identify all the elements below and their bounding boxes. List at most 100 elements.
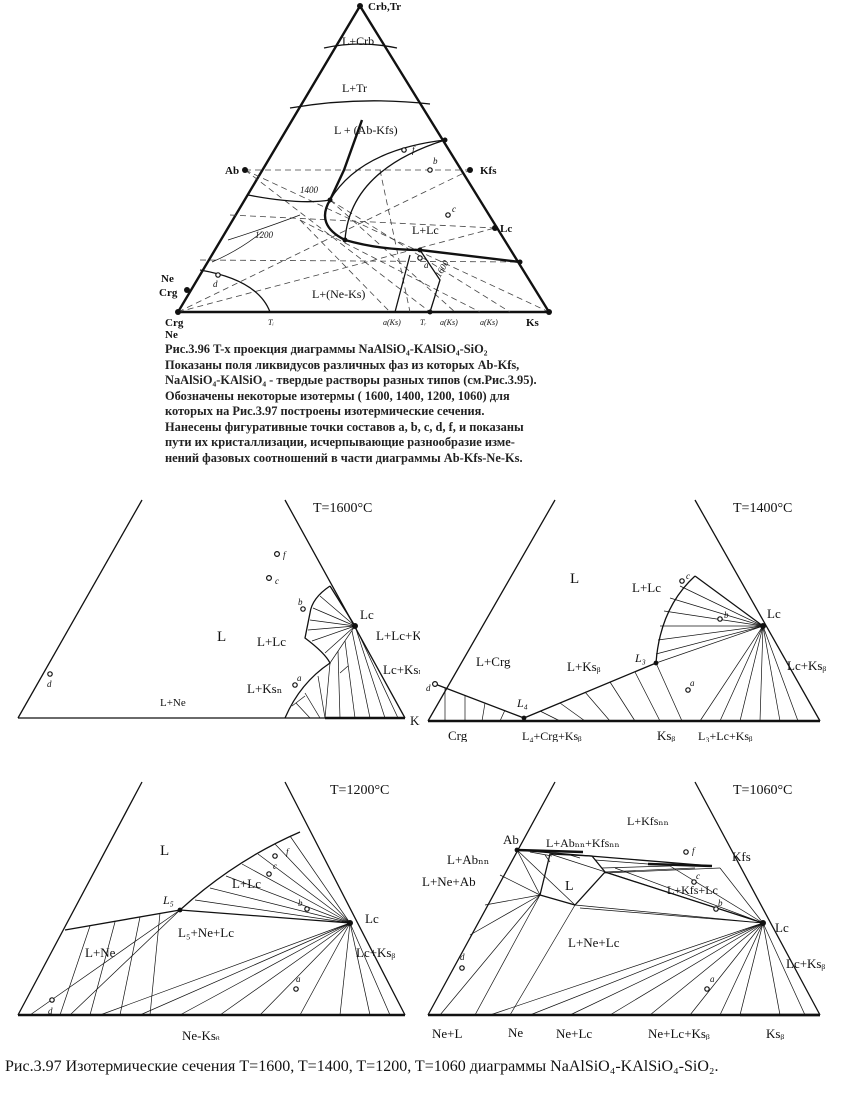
caption-fig-3-97: Рис.3.97 Изотермические сечения T=1600, … — [5, 1058, 719, 1075]
svg-text:Crg: Crg — [159, 287, 178, 299]
svg-text:L + (Ab-Kfs): L + (Ab-Kfs) — [334, 123, 398, 137]
svg-text:L: L — [160, 843, 169, 859]
svg-text:Ne: Ne — [165, 329, 178, 340]
svg-text:1200: 1200 — [255, 230, 274, 240]
svg-text:L+Ne+Lc: L+Ne+Lc — [568, 935, 620, 950]
svg-text:L+Kfsₙₙ: L+Kfsₙₙ — [627, 814, 669, 828]
svg-text:Kfs: Kfs — [480, 165, 497, 177]
svg-text:L+Ne: L+Ne — [160, 697, 186, 709]
svg-text:L+Tr: L+Tr — [342, 81, 367, 95]
svg-text:L₃+Lc+Ksᵦ: L₃+Lc+Ksᵦ — [698, 729, 753, 742]
svg-text:1400: 1400 — [300, 185, 319, 195]
svg-text:Lc: Lc — [775, 920, 789, 935]
svg-text:L+Crg: L+Crg — [476, 654, 511, 669]
svg-text:L: L — [570, 571, 579, 587]
svg-text:Lc+Ksᵦ: Lc+Ksᵦ — [786, 956, 825, 971]
svg-text:Crg: Crg — [448, 728, 468, 742]
svg-text:L+Lc: L+Lc — [412, 223, 439, 237]
svg-text:c: c — [696, 871, 700, 881]
svg-text:L+Lc: L+Lc — [632, 580, 661, 595]
svg-text:a(Ks): a(Ks) — [440, 318, 458, 327]
section-1600: T=1600°C L L+Lc L+Lc+Ksₙ Lc+Ksₙ L+Ksₙ L+… — [17, 499, 420, 728]
svg-text:c: c — [273, 861, 277, 871]
svg-text:Ksᵦ: Ksᵦ — [657, 728, 675, 742]
svg-text:f: f — [692, 846, 696, 856]
svg-text:Ne: Ne — [161, 273, 174, 285]
svg-text:a: a — [424, 260, 429, 270]
svg-text:L: L — [565, 879, 574, 894]
svg-text:b: b — [298, 597, 303, 607]
svg-text:L+(Ne-Ks): L+(Ne-Ks) — [312, 287, 365, 301]
svg-text:d: d — [48, 1006, 53, 1016]
tie-lines-1600 — [295, 595, 399, 719]
svg-text:Ks: Ks — [526, 317, 540, 329]
svg-text:Ne+Lc: Ne+Lc — [556, 1026, 592, 1040]
svg-text:a: a — [297, 673, 302, 683]
svg-text:d: d — [460, 952, 465, 962]
svg-text:Crg: Crg — [165, 317, 184, 329]
label-apex: Crb,Tr — [368, 1, 401, 13]
svg-text:Kfs: Kfs — [732, 849, 751, 864]
svg-text:d: d — [47, 679, 52, 689]
liquidus-boundaries — [199, 43, 521, 313]
svg-text:L: L — [217, 629, 226, 645]
svg-text:Tᵢ: Tᵢ — [268, 318, 274, 327]
svg-text:Ab: Ab — [503, 832, 519, 847]
svg-text:b: b — [433, 156, 438, 166]
svg-text:a: a — [296, 974, 301, 984]
svg-text:b: b — [724, 610, 729, 620]
svg-text:f: f — [412, 145, 416, 155]
svg-text:Ne+Lc+Ksᵦ: Ne+Lc+Ksᵦ — [648, 1026, 710, 1040]
svg-text:L+Ksᵦ: L+Ksᵦ — [567, 659, 601, 674]
svg-text:L+Lc: L+Lc — [232, 876, 261, 891]
svg-text:L+Crb: L+Crb — [342, 34, 374, 48]
svg-text:L₄+Crg+Ksᵦ: L₄+Crg+Ksᵦ — [522, 729, 582, 742]
main-triangle — [175, 3, 552, 314]
svg-text:T=1400°C: T=1400°C — [733, 501, 792, 516]
svg-text:Ne+L: Ne+L — [432, 1026, 462, 1040]
section-1200: T=1200°C L L+Lc L₅ L₅+Ne+Lc L+Ne Lc Lc+K… — [17, 781, 406, 1040]
svg-text:a: a — [690, 678, 695, 688]
svg-text:f: f — [283, 550, 287, 560]
svg-text:L₅: L₅ — [162, 893, 174, 907]
svg-text:b: b — [718, 898, 723, 908]
section-1400: T=1400°C L L+Lc Lc Lc+Ksᵦ L+Crg L+Ksᵦ L₃… — [426, 499, 826, 742]
svg-text:a(Ks): a(Ks) — [480, 318, 498, 327]
section-1060: T=1060°C Ab L+Abₙₙ+Kfsₙₙ L+Kfsₙₙ Kfs L+A… — [422, 781, 825, 1040]
svg-text:Ksᵦ: Ksᵦ — [766, 1026, 784, 1040]
bottom-ticks: Tᵢ a(Ks) Tᵣ a(Ks) a(Ks) — [268, 318, 498, 327]
svg-text:L+Abₙₙ: L+Abₙₙ — [447, 852, 489, 867]
svg-text:T=1060°C: T=1060°C — [733, 783, 792, 798]
svg-text:Ne: Ne — [508, 1025, 523, 1040]
svg-text:L+Lc: L+Lc — [257, 634, 286, 649]
svg-text:Lc: Lc — [767, 606, 781, 621]
svg-text:L₃: L₃ — [634, 651, 646, 665]
svg-text:Lc: Lc — [365, 911, 379, 926]
svg-text:L+Kfs+Lc: L+Kfs+Lc — [667, 883, 718, 897]
svg-text:c: c — [452, 204, 456, 214]
svg-text:T=1600°C: T=1600°C — [313, 501, 372, 516]
svg-text:c: c — [275, 576, 279, 586]
svg-text:Lc+Ksᵦ: Lc+Ksᵦ — [787, 658, 826, 673]
svg-text:L₅+Ne+Lc: L₅+Ne+Lc — [178, 925, 234, 940]
svg-text:a(Ks): a(Ks) — [383, 318, 401, 327]
figurative-points: f c a d b — [213, 145, 456, 289]
svg-text:c: c — [686, 571, 690, 581]
svg-text:Ab: Ab — [225, 165, 239, 177]
svg-text:Tᵣ: Tᵣ — [420, 318, 426, 327]
svg-text:L+Lc+Ksₙ: L+Lc+Ksₙ — [376, 628, 420, 643]
tie-lines-1200 — [29, 835, 391, 1016]
svg-text:Lc+Ksᵦ: Lc+Ksᵦ — [356, 945, 395, 960]
vertex-labels: Ab Kfs Lc Ne Crg Crg Ne Ks — [159, 165, 540, 340]
svg-text:Lc+Ksₙ: Lc+Ksₙ — [383, 662, 420, 677]
svg-text:Ne-Ksᵦ: Ne-Ksᵦ — [182, 1028, 220, 1040]
svg-text:L+Abₙₙ+Kfsₙₙ: L+Abₙₙ+Kfsₙₙ — [546, 836, 620, 850]
svg-text:d: d — [213, 279, 218, 289]
tie-lines-1060 — [439, 849, 806, 1016]
vertex-dots — [175, 3, 552, 315]
svg-text:L+Ne+Ab: L+Ne+Ab — [422, 874, 476, 889]
tie-lines-1400 — [444, 585, 799, 722]
figure-3-96: Crb,Tr L+Crb L+Tr L + (Ab-Kfs) L+Lc L+(N… — [159, 1, 552, 340]
svg-text:d: d — [426, 683, 431, 693]
svg-text:Lc: Lc — [500, 223, 512, 235]
